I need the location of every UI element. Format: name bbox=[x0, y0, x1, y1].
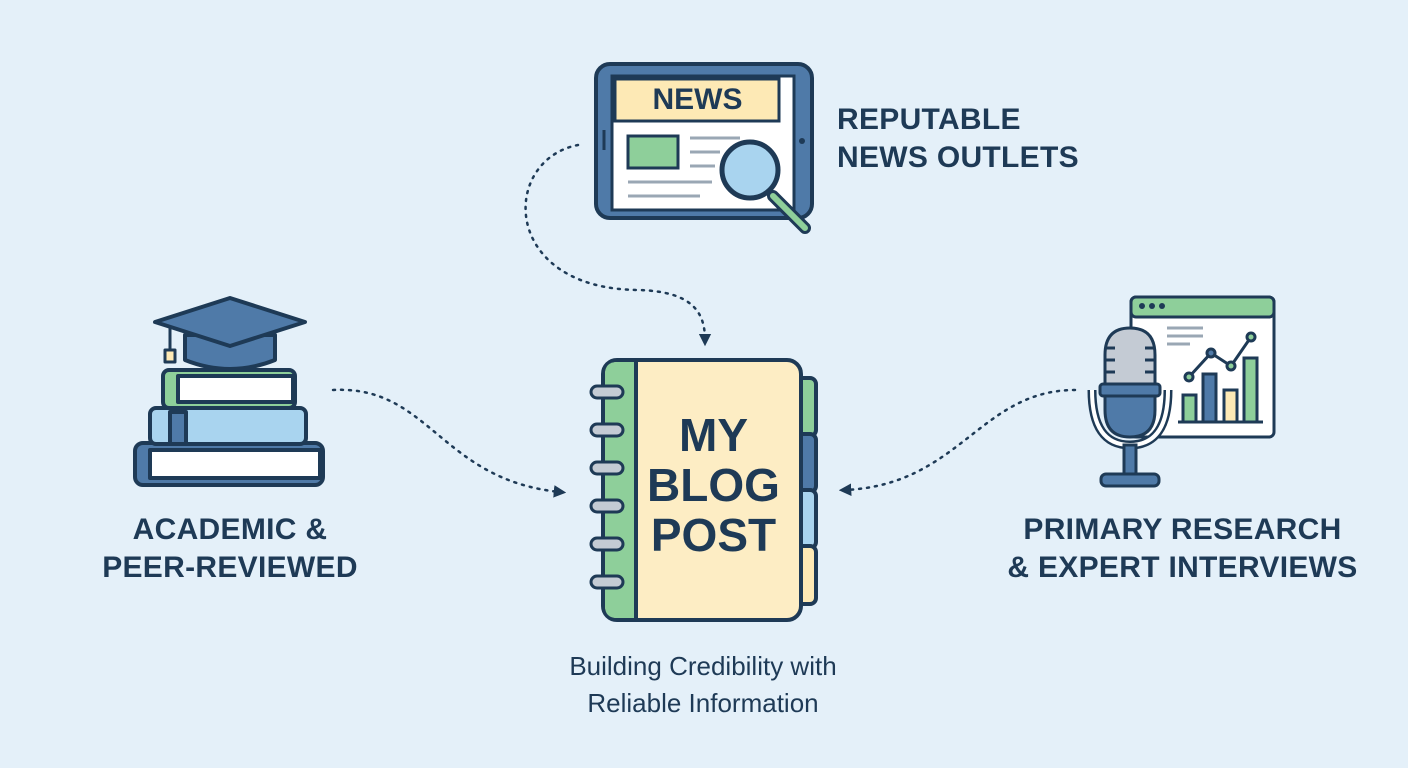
title-line: MY bbox=[679, 409, 748, 461]
label-line: REPUTABLE bbox=[837, 103, 1021, 136]
research-label: PRIMARY RESEARCH & EXPERT INTERVIEWS bbox=[990, 511, 1375, 587]
label-line: PRIMARY RESEARCH bbox=[1023, 513, 1342, 546]
label-line: ACADEMIC & bbox=[132, 513, 328, 546]
caption-line: Building Credibility with bbox=[569, 651, 837, 681]
title-line: BLOG bbox=[647, 459, 780, 511]
books-graduation-cap-icon bbox=[133, 296, 325, 487]
arrow-news-to-post bbox=[524, 143, 712, 347]
caption: Building Credibility with Reliable Infor… bbox=[453, 648, 953, 722]
label-line: PEER-REVIEWED bbox=[102, 551, 358, 584]
label-line: NEWS OUTLETS bbox=[837, 141, 1079, 174]
title-line: POST bbox=[650, 509, 777, 561]
label-line: & EXPERT INTERVIEWS bbox=[1007, 551, 1358, 584]
notebook-icon bbox=[589, 358, 818, 622]
academic-label: ACADEMIC & PEER-REVIEWED bbox=[80, 511, 380, 587]
news-tablet-icon bbox=[594, 62, 814, 234]
arrow-research-to-post bbox=[838, 388, 1077, 496]
caption-line: Reliable Information bbox=[587, 688, 819, 718]
news-icon-text: NEWS bbox=[652, 83, 743, 116]
arrow-academic-to-post bbox=[331, 388, 567, 498]
news-label: REPUTABLE NEWS OUTLETS bbox=[837, 101, 1079, 177]
blog-post-title: MY BLOG POST bbox=[636, 410, 791, 560]
microphone-chart-icon bbox=[1087, 295, 1276, 488]
